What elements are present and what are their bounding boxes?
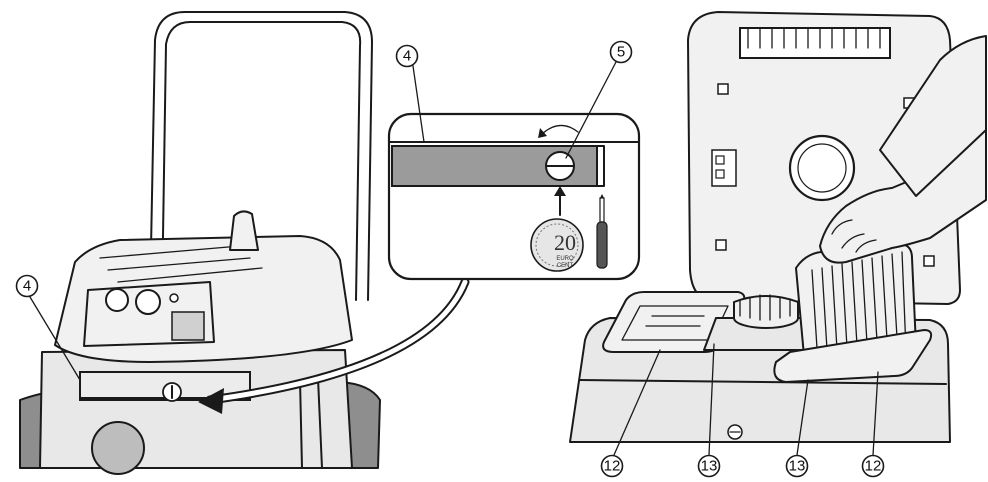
callout-5: 5: [565, 40, 633, 159]
leader-12-left: [613, 349, 661, 456]
svg-text:13: 13: [789, 458, 806, 475]
vacuum-right: [569, 11, 987, 443]
indicator-light: [169, 293, 179, 303]
leader-5: [565, 61, 617, 159]
handle-frame: [149, 11, 373, 301]
container-body: [39, 349, 353, 469]
vacuum-left: [19, 11, 470, 475]
svg-text:5: 5: [617, 44, 625, 61]
caster-wheel: [91, 421, 145, 475]
leader-12-right: [872, 371, 879, 456]
dial-knob: [135, 289, 161, 315]
svg-text:12: 12: [604, 458, 621, 475]
filter-cap-ribs: [739, 294, 791, 321]
coin-icon: [530, 218, 584, 272]
filter-frame-left-inner: [621, 305, 729, 341]
callout-4-left: 4: [15, 274, 81, 381]
power-knob: [105, 288, 129, 312]
coin-word: EURO: [556, 256, 574, 262]
coin-sub: CENT: [557, 263, 574, 269]
callout-12-right: 12: [861, 371, 885, 478]
filter-frame-right: [773, 329, 933, 383]
head-ribs: [99, 245, 263, 283]
svg-text:4: 4: [23, 278, 31, 295]
svg-text:4: 4: [403, 48, 411, 65]
callout-12-left: 12: [600, 349, 661, 478]
lid-vent: [739, 27, 891, 59]
leader-4-left: [29, 296, 81, 381]
filter-cap-body: [733, 295, 799, 318]
socket-cover: [171, 311, 205, 341]
filter-pleats: [811, 251, 907, 367]
detail-arrowhead: [198, 388, 224, 414]
inset-strip-end: [596, 145, 605, 187]
screwdriver-icon: [596, 194, 608, 269]
callout-13-right: 13: [785, 379, 809, 478]
svg-text:13: 13: [701, 458, 718, 475]
lid-opening: [788, 134, 856, 202]
coin-value: 20: [554, 230, 576, 255]
lid-latch: [711, 149, 737, 187]
callout-4-inset: 4: [395, 44, 425, 143]
filter-frame-left-ribs: [645, 315, 705, 327]
leader-4-inset: [412, 65, 425, 143]
leader-13-right: [796, 379, 809, 456]
container-rim: [579, 379, 947, 385]
bag-strap: [299, 377, 323, 469]
detail-inset: 20 EURO CENT: [387, 112, 641, 281]
callout-13-left: 13: [697, 343, 721, 478]
handle-frame-inner: [161, 21, 362, 301]
svg-text:12: 12: [865, 458, 882, 475]
lid-vent-slats: [747, 27, 881, 49]
rotate-arrow: [541, 124, 579, 135]
hand-fingers: [831, 219, 877, 253]
top-nozzle: [229, 210, 259, 251]
leader-13-left: [708, 343, 715, 456]
sleeve: [879, 35, 987, 197]
